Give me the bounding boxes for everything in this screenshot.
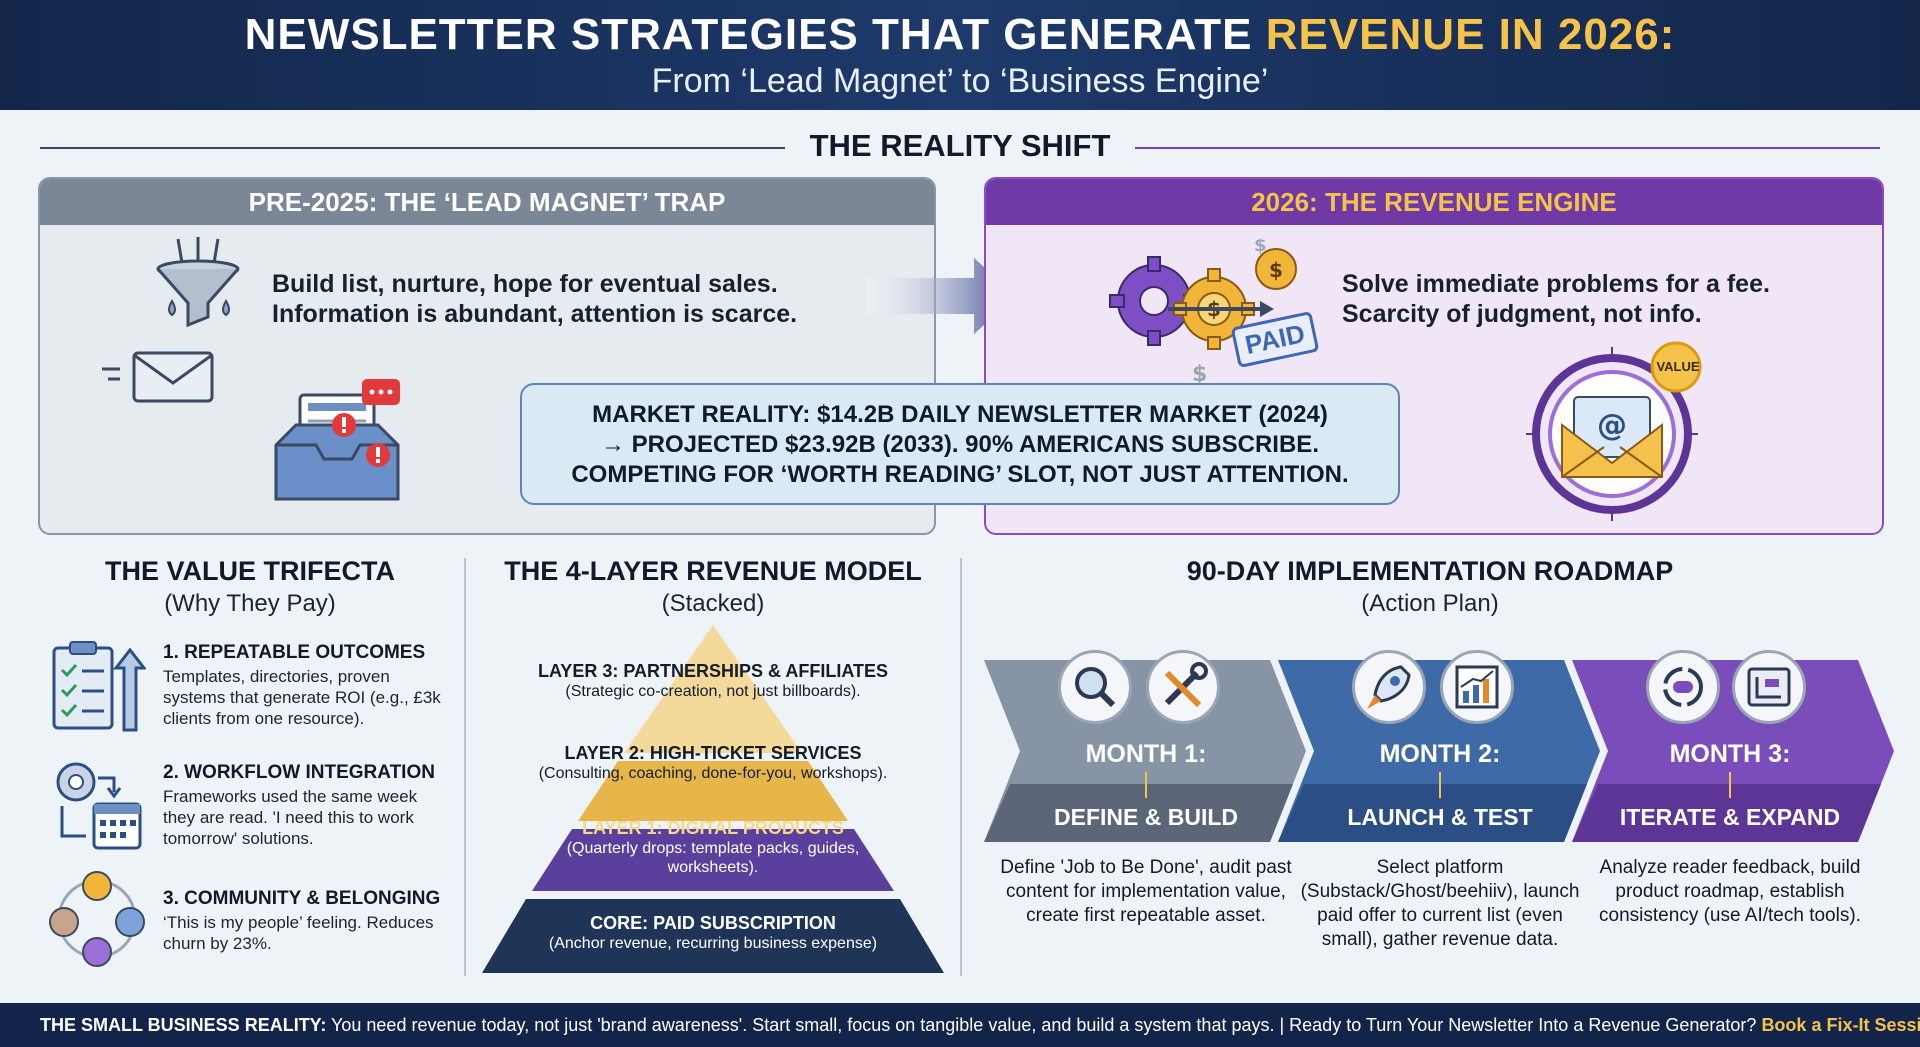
workflow-gear-calendar-icon xyxy=(56,762,142,850)
cycle-arrows-icon xyxy=(1646,650,1720,724)
month-3-desc: Analyze reader feedback, build product r… xyxy=(1599,857,1861,926)
footer-bar: THE SMALL BUSINESS REALITY: You need rev… xyxy=(0,1003,1920,1047)
trifecta-item-1: 1. REPEATABLE OUTCOMES Templates, direct… xyxy=(163,642,453,729)
header-banner: NEWSLETTER STRATEGIES THAT GENERATE REVE… xyxy=(0,0,1920,110)
layer-2-desc: (Consulting, coaching, done-for-you, wor… xyxy=(538,765,888,782)
pre-2025-title: PRE-2025: THE ‘LEAD MAGNET’ TRAP xyxy=(40,179,934,225)
footer-lead: THE SMALL BUSINESS REALITY: xyxy=(40,1015,327,1035)
envelope-icon xyxy=(102,351,214,403)
book-session-link[interactable]: Book a Fix-It Session. xyxy=(1761,1015,1920,1035)
svg-text:$: $ xyxy=(1192,362,1207,387)
month-1-phase: DEFINE & BUILD xyxy=(1054,804,1238,830)
value-badge: VALUE xyxy=(1656,359,1700,374)
funnel-icon xyxy=(156,237,240,328)
market-line-1: MARKET REALITY: $14.2B DAILY NEWSLETTER … xyxy=(592,401,1328,428)
pyramid-layer-1 xyxy=(532,829,894,891)
tools-icon xyxy=(1146,650,1220,724)
section-divider-2 xyxy=(960,558,962,976)
footer-text: You need revenue today, not just 'brand … xyxy=(326,1015,1762,1035)
month-2-label: MONTH 2: xyxy=(1379,740,1501,768)
trifecta-item-2-title: 2. WORKFLOW INTEGRATION xyxy=(163,762,435,783)
roadmap-subtitle: (Action Plan) xyxy=(1361,590,1499,617)
layer-1-text: LAYER 1: DIGITAL PRODUCTS (Quarterly dro… xyxy=(560,818,866,877)
rocket-icon xyxy=(1352,650,1426,724)
month-2-desc: Select platform (Substack/Ghost/beehiiv)… xyxy=(1300,857,1580,950)
trifecta-item-2-desc: Frameworks used the same week they are r… xyxy=(163,787,418,848)
svg-text:$: $ xyxy=(1269,258,1283,282)
pre-2025-line-1: Build list, nurture, hope for eventual s… xyxy=(272,270,778,298)
title-highlight: REVENUE IN 2026: xyxy=(1265,10,1676,59)
growth-chart-icon xyxy=(1440,650,1514,724)
section-divider-1 xyxy=(464,558,466,976)
revenue-engine-line-1: Solve immediate problems for a fee. xyxy=(1342,270,1770,298)
layer-1-title: LAYER 1: DIGITAL PRODUCTS xyxy=(582,818,844,838)
pyramid-layer-3 xyxy=(656,625,770,707)
page-title: NEWSLETTER STRATEGIES THAT GENERATE REVE… xyxy=(0,10,1920,60)
pre-2025-text: Build list, nurture, hope for eventual s… xyxy=(272,269,892,329)
trifecta-item-3-desc: ‘This is my people’ feeling. Reduces chu… xyxy=(163,913,434,953)
revenue-engine-text: Solve immediate problems for a fee. Scar… xyxy=(1342,269,1862,329)
core-title: CORE: PAID SUBSCRIPTION xyxy=(590,913,836,933)
core-text: CORE: PAID SUBSCRIPTION (Anchor revenue,… xyxy=(490,913,936,953)
revenue-pyramid xyxy=(482,625,944,973)
month-1-tick xyxy=(1145,772,1147,798)
roadmap-board-icon xyxy=(1732,650,1806,724)
layer-2-text: LAYER 2: HIGH-TICKET SERVICES (Consultin… xyxy=(490,743,936,783)
market-line-3: COMPETING FOR ‘WORTH READING’ SLOT, NOT … xyxy=(571,461,1349,488)
core-desc: (Anchor revenue, recurring business expe… xyxy=(548,935,878,952)
svg-text:@: @ xyxy=(1597,408,1627,443)
layer-2-title: LAYER 2: HIGH-TICKET SERVICES xyxy=(564,743,862,763)
pyramid-layer-3-band xyxy=(624,707,802,753)
layer-3-text: LAYER 3: PARTNERSHIPS & AFFILIATES (Stra… xyxy=(490,661,936,701)
layer-3-desc: (Strategic co-creation, not just billboa… xyxy=(565,683,861,700)
trifecta-subtitle: (Why They Pay) xyxy=(164,590,336,617)
magnifier-icon xyxy=(1058,650,1132,724)
revenue-model-title: THE 4-LAYER REVENUE MODEL xyxy=(504,556,922,586)
layer-1-desc: (Quarterly drops: template packs, guides… xyxy=(566,840,860,876)
pyramid-core xyxy=(482,899,944,973)
svg-text:$: $ xyxy=(1254,239,1267,256)
revenue-model-subtitle: (Stacked) xyxy=(661,590,765,617)
divider-line-right xyxy=(1135,147,1880,149)
month-3-tick xyxy=(1729,772,1731,798)
reality-shift-title: THE REALITY SHIFT xyxy=(809,128,1111,163)
market-line-2: → PROJECTED $23.92B (2033). 90% AMERICAN… xyxy=(601,431,1319,458)
shift-arrow-icon xyxy=(866,258,1016,334)
trifecta-item-1-desc: Templates, directories, proven systems t… xyxy=(163,667,441,728)
month-1-desc: Define 'Job to Be Done', audit past cont… xyxy=(1000,857,1292,926)
revenue-engine-panel: 2026: THE REVENUE ENGINE Solve immediate… xyxy=(984,177,1884,535)
trifecta-item-3: 3. COMMUNITY & BELONGING ‘This is my peo… xyxy=(163,888,453,954)
market-reality-box: MARKET REALITY: $14.2B DAILY NEWSLETTER … xyxy=(520,383,1400,505)
month-1-label: MONTH 1: xyxy=(1085,740,1207,768)
trifecta-item-1-title: 1. REPEATABLE OUTCOMES xyxy=(163,642,426,663)
reality-shift-heading: THE REALITY SHIFT xyxy=(40,128,1880,168)
target-email-icon: @ xyxy=(1526,341,1702,521)
inbox-alert-icon xyxy=(274,379,400,501)
divider-line-left xyxy=(40,147,785,149)
page-subtitle: From ‘Lead Magnet’ to ‘Business Engine’ xyxy=(651,62,1269,100)
clipboard-checklist-icon xyxy=(52,641,146,732)
layer-3-title: LAYER 3: PARTNERSHIPS & AFFILIATES xyxy=(537,661,889,681)
roadmap-title: 90-DAY IMPLEMENTATION ROADMAP xyxy=(1186,556,1674,586)
gears-dollar-icon: $ $ $ $ xyxy=(1109,239,1297,387)
revenue-engine-title: 2026: THE REVENUE ENGINE xyxy=(986,179,1882,225)
title-main: NEWSLETTER STRATEGIES THAT GENERATE xyxy=(244,10,1266,59)
month-3-phase: ITERATE & EXPAND xyxy=(1619,804,1841,830)
pre-2025-panel: PRE-2025: THE ‘LEAD MAGNET’ TRAP Build l… xyxy=(38,177,936,535)
revenue-engine-line-2: Scarcity of judgment, not info. xyxy=(1342,300,1702,328)
trifecta-item-3-title: 3. COMMUNITY & BELONGING xyxy=(163,888,441,909)
month-2-tick xyxy=(1439,772,1441,798)
trifecta-title: THE VALUE TRIFECTA xyxy=(105,556,395,586)
pyramid-layer-2 xyxy=(578,761,848,821)
community-people-icon xyxy=(49,871,145,967)
month-3-label: MONTH 3: xyxy=(1669,740,1791,768)
month-2-phase: LAUNCH & TEST xyxy=(1347,804,1533,830)
pre-2025-line-2: Information is abundant, attention is sc… xyxy=(272,300,798,328)
trifecta-item-2: 2. WORKFLOW INTEGRATION Frameworks used … xyxy=(163,762,453,849)
